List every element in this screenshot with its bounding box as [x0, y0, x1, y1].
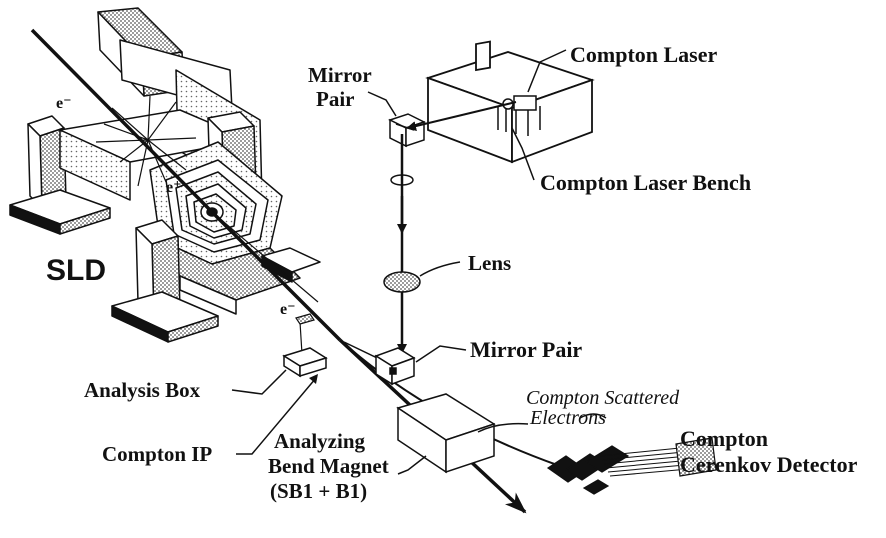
- laser-beam: [343, 101, 517, 371]
- positron-beam: [211, 211, 319, 303]
- label-electron-incoming: e⁻: [56, 95, 72, 112]
- label-analysis-box: Analysis Box: [84, 378, 201, 402]
- label-compton-scattered-1: Compton Scattered: [526, 387, 680, 409]
- label-mirror-pair-top-2: Pair: [316, 87, 354, 111]
- event-star: [95, 95, 197, 187]
- label-compton-laser-bench: Compton Laser Bench: [540, 170, 751, 195]
- label-cerenkov-1: Compton: [680, 426, 768, 451]
- analysis-box: [282, 347, 328, 378]
- lens: [383, 271, 421, 293]
- analysis-box-line: [299, 321, 303, 355]
- polarization-rotation-icon: [390, 174, 414, 186]
- leader-lines: [231, 49, 607, 475]
- label-positron: e⁺: [166, 179, 182, 196]
- mirror-pair-bottom: [374, 347, 416, 386]
- bend-magnet: [396, 393, 496, 474]
- endcap-rings: [149, 141, 283, 265]
- label-electron-outgoing: e⁻: [280, 301, 296, 318]
- label-compton-laser: Compton Laser: [570, 42, 718, 67]
- label-lens: Lens: [468, 251, 511, 275]
- label-cerenkov-2: Cerenkov Detector: [680, 452, 858, 477]
- compton-laser-box: [425, 40, 595, 164]
- label-compton-scattered-2: Electrons: [529, 407, 606, 429]
- compton-ip-device: [295, 313, 315, 325]
- laser-bench-optics: [497, 95, 541, 136]
- label-analyzing-3: (SB1 + B1): [270, 479, 367, 503]
- label-analyzing-1: Analyzing: [274, 429, 366, 453]
- label-sld: SLD: [46, 254, 106, 287]
- mirror-pair-top: [388, 113, 426, 148]
- sld-detector: [9, 7, 321, 343]
- label-mirror-pair-top-1: Mirror: [308, 63, 372, 87]
- electron-beam-in: [30, 28, 214, 214]
- beam-to-compton-ip: [210, 210, 342, 342]
- cerenkov-detector: [546, 437, 717, 495]
- laser-box-door: [475, 40, 491, 72]
- label-compton-ip: Compton IP: [102, 442, 212, 466]
- label-analyzing-2: Bend Magnet: [268, 454, 389, 478]
- compton-ip-arrow-icon: [309, 374, 318, 384]
- label-mirror-pair-bottom: Mirror Pair: [470, 337, 582, 362]
